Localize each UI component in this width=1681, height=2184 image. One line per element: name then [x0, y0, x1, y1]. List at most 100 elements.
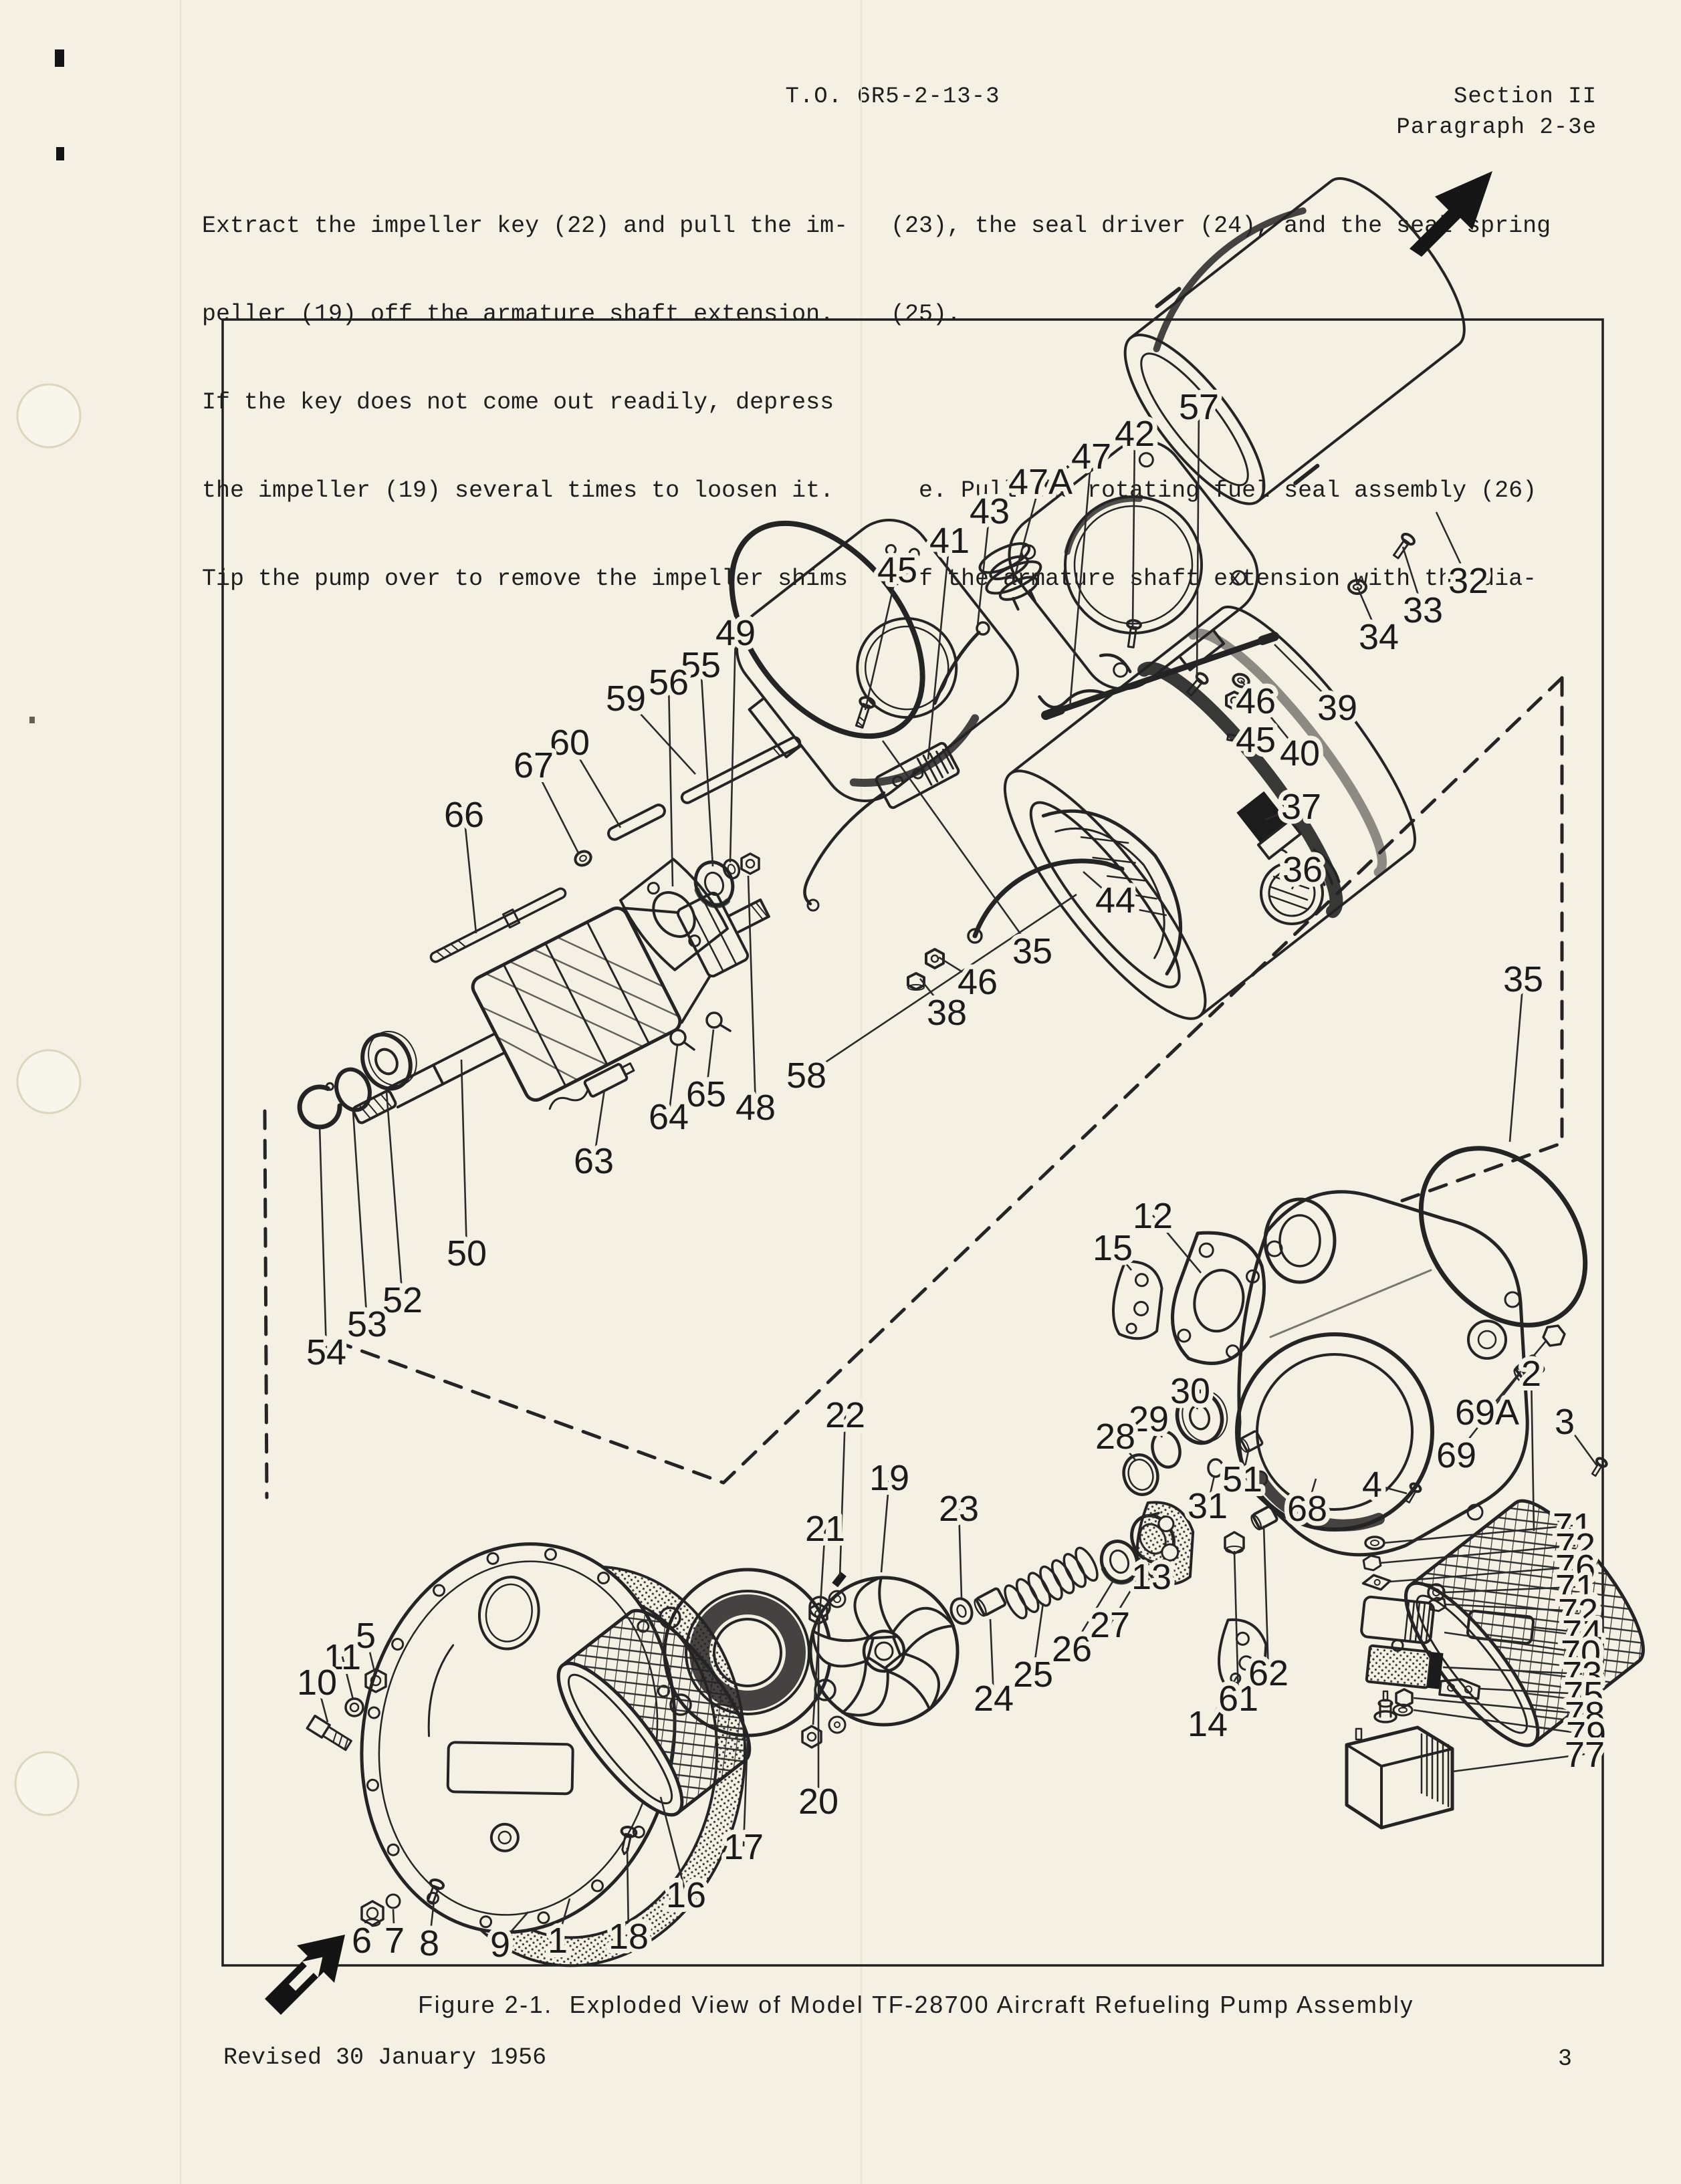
nut-21-art: [801, 1725, 822, 1749]
text-line: Tip the pump over to remove the impeller…: [202, 566, 849, 592]
callout-leader-7: [392, 1909, 396, 1941]
washer-31-art: [1207, 1458, 1224, 1478]
callout-51: 51: [1222, 1459, 1262, 1499]
bearing-52-art: [360, 1030, 417, 1091]
callout-15: 15: [1093, 1228, 1133, 1268]
pump-housing-68-art: [1235, 1190, 1529, 1557]
ring-29-art: [1151, 1430, 1182, 1469]
callout-68: 68: [1287, 1489, 1327, 1529]
screw-45-left-art: [855, 696, 876, 729]
callout-21: 21: [805, 1509, 845, 1549]
callout-59: 59: [606, 679, 646, 719]
callout-leader-45: [864, 569, 899, 711]
seal-26-art: [1099, 1540, 1139, 1585]
callout-34: 34: [1359, 617, 1399, 657]
callout-76: 76: [1555, 1548, 1595, 1588]
callout-leader-26: [1071, 1581, 1114, 1649]
nut-69A-art: [1542, 1324, 1566, 1347]
nut-78-art: [1395, 1688, 1414, 1708]
callout-leader-35: [1508, 978, 1525, 1142]
callout-leader-4: [1371, 1483, 1408, 1495]
jumper-wire-43-art: [933, 621, 990, 705]
brush-rod-59-art: [680, 736, 802, 804]
callout-50: 50: [447, 1233, 487, 1273]
callout-56: 56: [649, 662, 689, 703]
callout-leader-14: [1206, 1676, 1238, 1724]
callout-leader-61: [1233, 1550, 1240, 1699]
callout-leader-58: [806, 893, 1077, 1076]
callout-77: 77: [1565, 1735, 1605, 1775]
callout-leader-44: [1083, 871, 1116, 900]
callout-23: 23: [939, 1489, 979, 1529]
callout-leader-47A: [1012, 481, 1042, 584]
separation-dashed-lines: [263, 676, 1564, 1499]
callout-leader-15: [1111, 1247, 1133, 1271]
ring-28-art: [1122, 1453, 1159, 1496]
callout-leader-9: [499, 1911, 529, 1945]
callout-73: 73: [1562, 1655, 1602, 1695]
callout-leader-11: [341, 1656, 354, 1700]
punch-hole: [16, 1049, 82, 1114]
callout-35: 35: [1503, 959, 1543, 999]
o-ring-53-art: [334, 1067, 372, 1112]
brush-holder-37-art: [1236, 791, 1303, 872]
callout-41: 41: [929, 521, 970, 561]
callout-17: 17: [723, 1827, 764, 1867]
header-section: Section II: [1453, 84, 1597, 110]
callout-53: 53: [347, 1304, 387, 1344]
text-line: (25).: [891, 301, 962, 328]
header-to-number: T.O. 6R5-2-13-3: [785, 84, 1000, 110]
callout-leader-63: [592, 1089, 606, 1161]
callout-60: 60: [550, 723, 590, 763]
callout-67: 67: [514, 745, 554, 785]
callout-leader-52: [385, 1090, 404, 1300]
motor-shell-art: [1123, 177, 1466, 505]
screw-42-art: [1126, 619, 1142, 648]
callout-36: 36: [1282, 850, 1323, 890]
callout-leader-8: [428, 1901, 435, 1943]
callout-6: 6: [352, 1921, 372, 1961]
retainer-ring-54-art: [297, 1082, 342, 1130]
figure-caption: Figure 2-1. Exploded View of Model TF-28…: [418, 1991, 1414, 2018]
bushing-69-art: [1513, 1354, 1545, 1385]
callout-leader-10: [316, 1681, 329, 1723]
callout-leader-48: [747, 875, 757, 1108]
callout-24: 24: [974, 1679, 1014, 1719]
callout-leader-1: [556, 1898, 571, 1941]
armature-art: [352, 891, 770, 1124]
nut-61-art: [1224, 1531, 1245, 1555]
vent-cap-art: [978, 542, 1042, 611]
plate-14-art: [1218, 1618, 1268, 1691]
callout-leader-72: [1445, 1603, 1579, 1612]
callout-leader-60: [568, 741, 622, 828]
callout-71: 71: [1553, 1506, 1593, 1546]
callout-61: 61: [1218, 1679, 1258, 1719]
callout-leader-23: [958, 1507, 963, 1598]
callout-69: 69: [1436, 1435, 1476, 1475]
callout-leader-39: [1274, 644, 1338, 708]
callout-leader-74: [1532, 1626, 1583, 1634]
callout-leader-72: [1379, 1544, 1576, 1564]
text-line: Extract the impeller key (22) and pull t…: [202, 213, 849, 239]
callout-2: 2: [1521, 1354, 1541, 1394]
callout-leader-40: [1240, 680, 1301, 753]
impeller-19-art: [808, 1576, 960, 1727]
callout-leader-73: [1442, 1666, 1583, 1675]
callout-46: 46: [1236, 681, 1276, 721]
callout-9: 9: [490, 1925, 510, 1965]
callout-69A: 69A: [1455, 1392, 1519, 1433]
nut-72-art: [1362, 1554, 1382, 1572]
callout-78: 78: [1565, 1695, 1605, 1735]
terminal-65-art: [705, 1011, 732, 1032]
callout-leader-24: [989, 1618, 995, 1699]
callout-leader-2: [1530, 1372, 1535, 1532]
callout-38: 38: [927, 993, 967, 1033]
callout-33: 33: [1403, 590, 1443, 630]
footer-revision: Revised 30 January 1956: [223, 2044, 547, 2071]
registration-mark: [55, 49, 64, 67]
plug-6-art: [360, 1900, 384, 1927]
callout-12: 12: [1133, 1196, 1173, 1236]
callout-leader-36: [1291, 868, 1304, 890]
callout-4: 4: [1362, 1465, 1382, 1505]
